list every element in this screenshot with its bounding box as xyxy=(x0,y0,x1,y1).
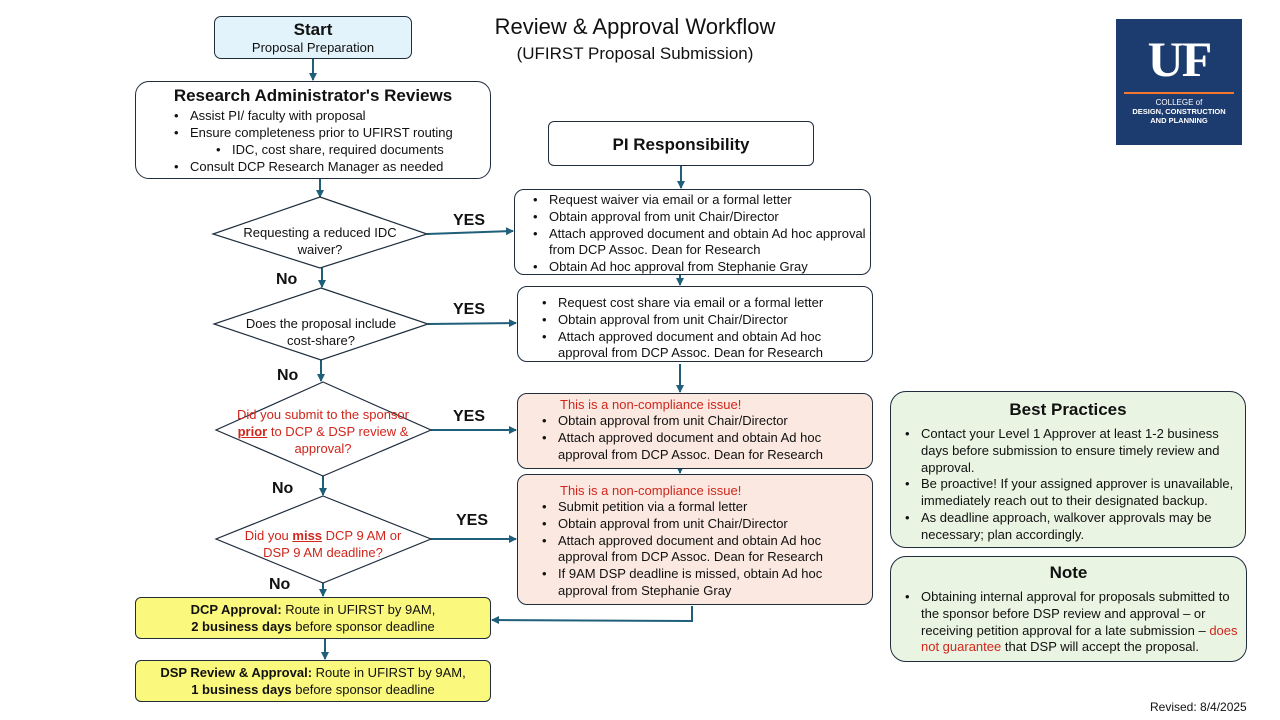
yes-label-2: YES xyxy=(453,301,486,318)
dcp-approval-box: DCP Approval: Route in UFIRST by 9AM, 2 … xyxy=(135,597,491,639)
dcp-deadline: before sponsor deadline xyxy=(291,619,435,634)
dsp-review-box: DSP Review & Approval: Route in UFIRST b… xyxy=(135,660,491,702)
arrow-d2-yes xyxy=(427,319,517,328)
decision-4-text: Did you miss DCP 9 AM or DSP 9 AM deadli… xyxy=(238,527,408,561)
yes-label-3: YES xyxy=(453,408,486,425)
cost-share-steps-box: Request cost share via email or a formal… xyxy=(517,286,873,362)
uf-dcp-logo: UF COLLEGE of DESIGN, CONSTRUCTION AND P… xyxy=(1116,19,1242,145)
prior-submission-steps-box: This is a non-compliance issue! Obtain a… xyxy=(517,393,873,469)
logo-line-3: AND PLANNING xyxy=(1150,116,1208,125)
decision-4-post: DCP 9 AM or DSP 9 AM deadline? xyxy=(263,528,402,560)
logo-mark: UF xyxy=(1147,31,1213,87)
step-item: Submit petition via a formal letter xyxy=(540,499,872,516)
decision-3-post: to DCP & DSP review & approval? xyxy=(267,424,409,456)
step-item: Obtain approval from unit Chair/Director xyxy=(540,413,872,430)
logo-line-2: DESIGN, CONSTRUCTION xyxy=(1132,107,1226,116)
step-item: Obtain approval from unit Chair/Director xyxy=(540,516,872,533)
start-heading: Start xyxy=(293,20,333,39)
step-item: Attach approved document and obtain Ad h… xyxy=(540,329,872,363)
pi-responsibility-box: PI Responsibility xyxy=(548,121,814,166)
dcp-route: Route in UFIRST by 9AM, xyxy=(281,602,436,617)
yes-label-4: YES xyxy=(456,512,489,529)
arrow-r4-to-dcp xyxy=(491,606,693,625)
logo-line-1: COLLEGE of xyxy=(1155,98,1203,107)
revised-date: Revised: 8/4/2025 xyxy=(1150,700,1247,714)
no-label-3: No xyxy=(272,480,294,497)
best-practice-item: Be proactive! If your assigned approver … xyxy=(903,476,1245,510)
best-practice-item: Contact your Level 1 Approver at least 1… xyxy=(903,426,1245,476)
note-box: Note Obtaining internal approval for pro… xyxy=(890,556,1247,662)
waiver-steps-box: Request waiver via email or a formal let… xyxy=(514,189,871,276)
decision-diamond-4 xyxy=(214,495,433,584)
yes-label-1: YES xyxy=(453,212,486,229)
step-item: Obtain approval from unit Chair/Director xyxy=(540,312,872,329)
step-item: Attach approved document and obtain Ad h… xyxy=(540,430,872,464)
dcp-label: DCP Approval: xyxy=(190,602,282,617)
step-item: Attach approved document and obtain Ad h… xyxy=(531,226,870,260)
decision-3-emphasis: prior xyxy=(237,424,268,439)
dcp-days: 2 business days xyxy=(191,619,292,634)
note-heading: Note xyxy=(1049,563,1088,582)
research-admin-box: Research Administrator's Reviews Assist … xyxy=(135,81,491,179)
decision-2-text: Does the proposal include cost-share? xyxy=(245,316,397,348)
decision-3-text: Did you submit to the sponsor prior to D… xyxy=(232,406,414,457)
ra-item: Consult DCP Research Manager as needed xyxy=(172,158,490,175)
start-node: Start Proposal Preparation xyxy=(214,16,412,59)
decision-diamond-3 xyxy=(214,381,433,477)
dsp-deadline: before sponsor deadline xyxy=(291,682,435,697)
step-item: Request cost share via email or a formal… xyxy=(540,295,872,312)
arrow-d1-yes xyxy=(426,227,514,236)
page-subtitle: (UFIRST Proposal Submission) xyxy=(516,44,754,63)
logo-divider xyxy=(1124,92,1234,94)
noncompliance-warning: This is a non-compliance issue! xyxy=(560,483,742,498)
dsp-route: Route in UFIRST by 9AM, xyxy=(312,665,466,680)
dsp-label: DSP Review & Approval: xyxy=(160,665,313,680)
page-title: Review & Approval Workflow xyxy=(494,14,776,39)
note-text-post: that DSP will accept the proposal. xyxy=(1001,639,1199,655)
dsp-days: 1 business days xyxy=(191,682,292,697)
ra-heading: Research Administrator's Reviews xyxy=(173,86,453,105)
step-item: Obtain approval from unit Chair/Director xyxy=(531,209,870,226)
note-text-pre: Obtaining internal approval for proposal… xyxy=(921,589,1230,638)
noncompliance-warning: This is a non-compliance issue! xyxy=(560,397,742,412)
decision-3-pre: Did you submit to the sponsor xyxy=(237,407,409,422)
decision-4-emphasis: miss xyxy=(292,528,323,543)
start-sub: Proposal Preparation xyxy=(251,40,375,55)
note-text-red: does not guarantee xyxy=(921,622,1238,655)
note-item: Obtaining internal approval for proposal… xyxy=(903,589,1246,656)
decision-diamond-1 xyxy=(211,196,429,269)
ra-item: Assist PI/ faculty with proposal xyxy=(172,107,490,124)
no-label-1: No xyxy=(276,271,298,288)
no-label-2: No xyxy=(277,367,299,384)
step-item: Attach approved document and obtain Ad h… xyxy=(540,533,872,567)
no-label-4: No xyxy=(269,576,291,593)
ra-subitem: IDC, cost share, required documents xyxy=(214,141,490,158)
missed-deadline-steps-box: This is a non-compliance issue! Submit p… xyxy=(517,474,873,605)
step-item: Request waiver via email or a formal let… xyxy=(531,192,870,209)
decision-4-pre: Did you xyxy=(244,528,293,543)
step-item: If 9AM DSP deadline is missed, obtain Ad… xyxy=(540,566,872,600)
decision-1-text: Requesting a reduced IDC waiver? xyxy=(243,225,397,257)
step-item: Obtain Ad hoc approval from Stephanie Gr… xyxy=(531,259,870,276)
best-practices-heading: Best Practices xyxy=(1009,400,1127,419)
best-practice-item: As deadline approach, walkover approvals… xyxy=(903,510,1245,544)
ra-item: Ensure completeness prior to UFIRST rout… xyxy=(172,124,490,141)
decision-diamond-2 xyxy=(212,287,430,361)
best-practices-box: Best Practices Contact your Level 1 Appr… xyxy=(890,391,1246,548)
